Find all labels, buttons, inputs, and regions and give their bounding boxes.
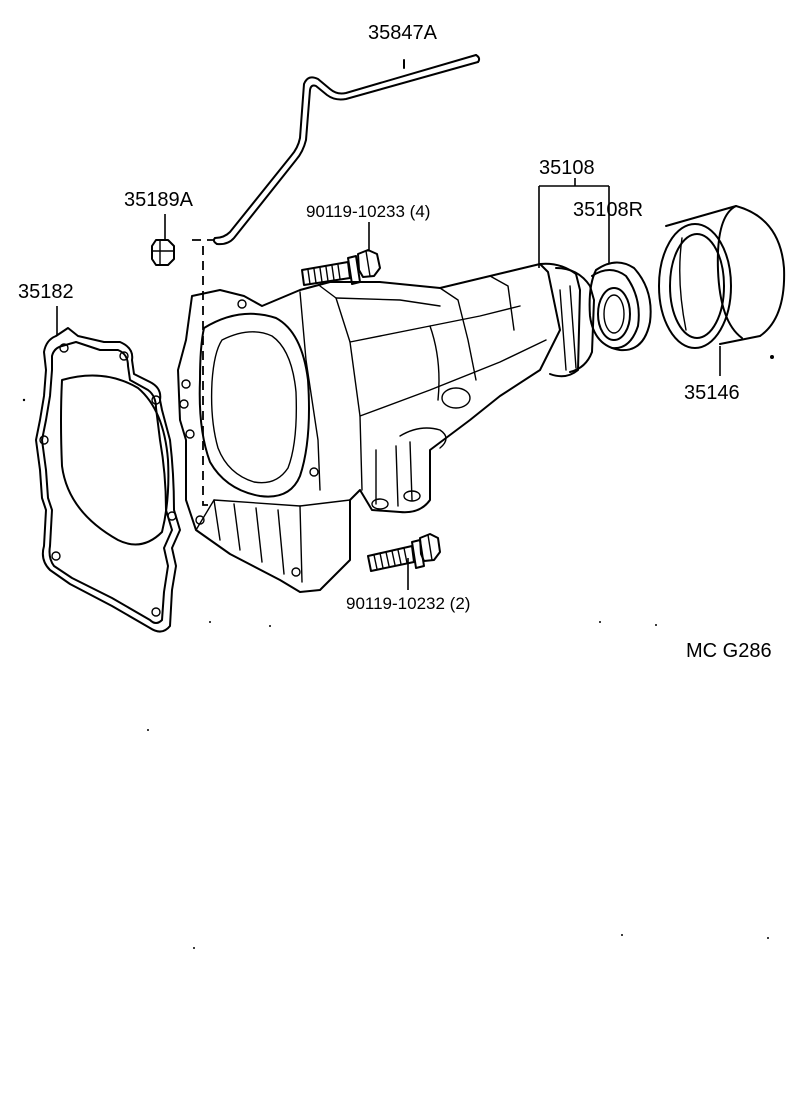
plug	[151, 214, 175, 266]
diagram-code: MC G286	[686, 640, 772, 662]
label-gasket: 35182	[18, 281, 74, 303]
tube-alignment-line	[192, 239, 214, 506]
dust-deflector	[658, 205, 786, 376]
label-bolt-upper: 90119-10233 (4)	[306, 202, 430, 221]
label-oil-seal: 35108R	[573, 199, 643, 221]
bolt-upper	[301, 222, 381, 286]
label-plug: 35189A	[124, 189, 194, 211]
label-dust-deflector: 35146	[684, 382, 740, 404]
extension-housing	[177, 262, 595, 593]
label-extension-housing: 35108	[539, 157, 595, 179]
label-breather-tube: 35847A	[368, 22, 438, 44]
breather-tube	[212, 54, 481, 246]
scan-specks	[22, 355, 774, 949]
oil-seal	[588, 261, 652, 352]
bolt-lower	[367, 533, 441, 590]
gasket	[35, 306, 181, 633]
label-bolt-lower: 90119-10232 (2)	[346, 594, 470, 613]
housing-leader	[538, 178, 610, 268]
